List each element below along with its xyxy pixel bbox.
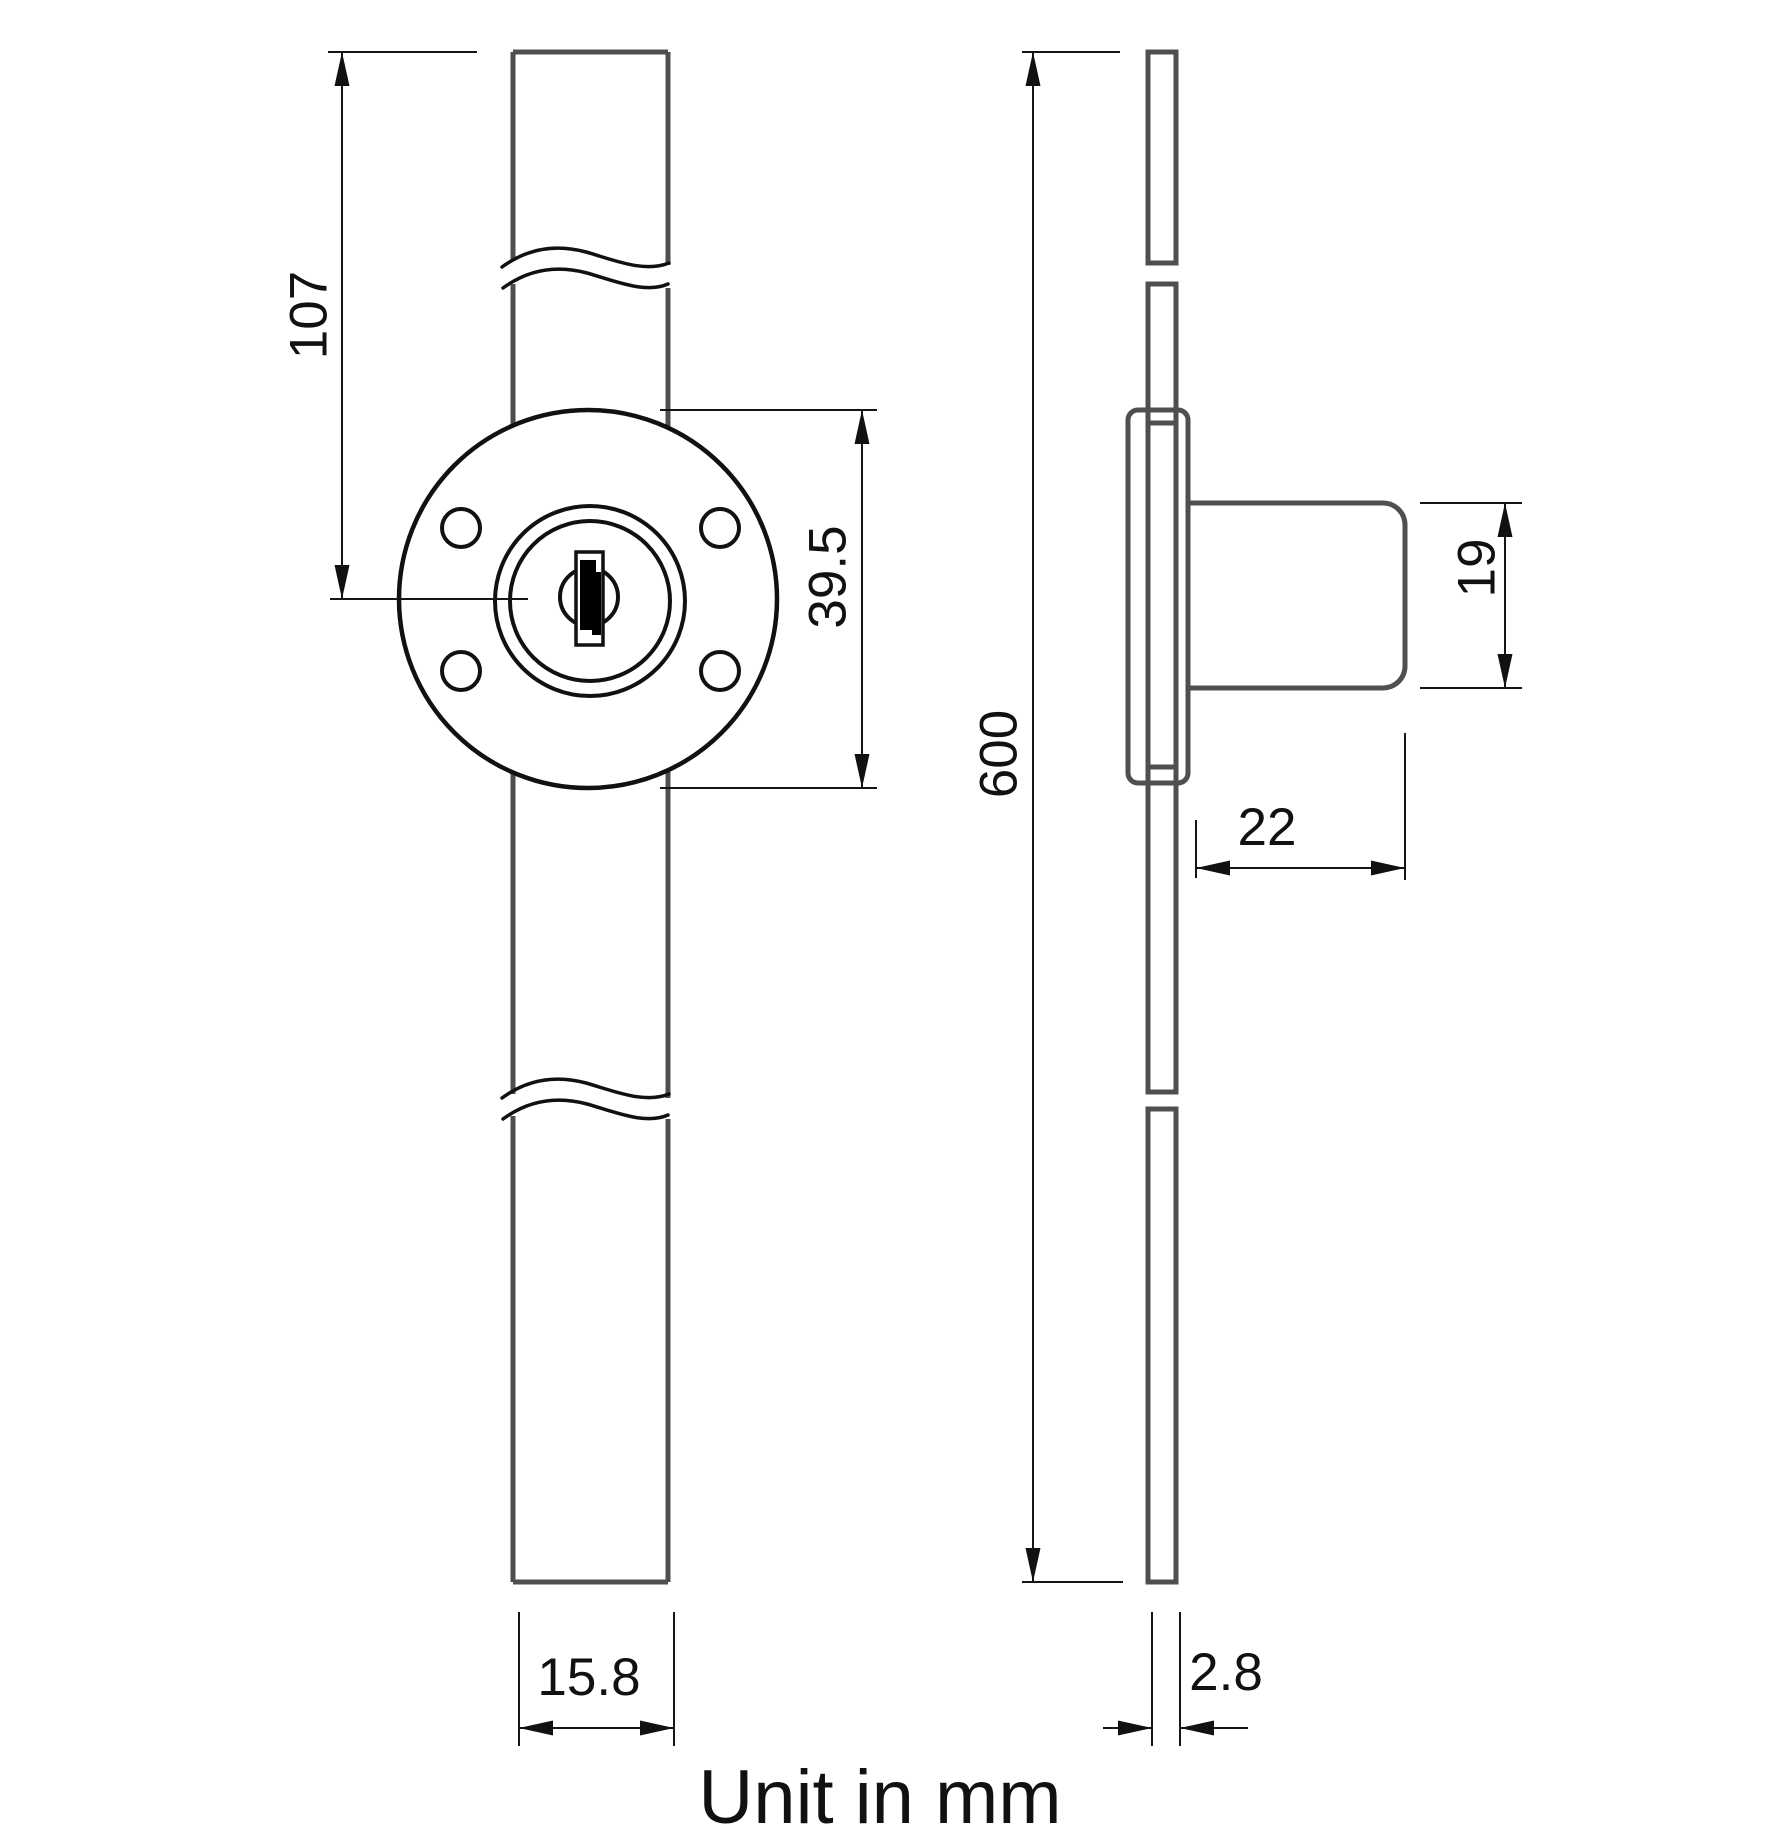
- dimension-600: 600: [970, 51, 1123, 1583]
- dimension-15-8: 15.8: [518, 1612, 675, 1746]
- break-wave: [500, 246, 671, 269]
- dimension-39-5: 39.5: [660, 409, 877, 789]
- dimension-107: 107: [280, 51, 477, 599]
- dim-label-cylinder-diameter: 19: [1448, 539, 1507, 598]
- break-wave: [501, 267, 670, 290]
- locking-bar-side: [1145, 49, 1179, 1585]
- lock-face: [330, 407, 780, 791]
- dim-label-bar-thickness: 2.8: [1189, 1643, 1263, 1702]
- screw-hole: [440, 650, 482, 692]
- dim-label-top-to-center: 107: [280, 271, 339, 359]
- dim-label-cylinder-length: 22: [1238, 798, 1297, 857]
- cylinder-boss-outer: [493, 504, 687, 698]
- break-wave: [501, 1098, 670, 1121]
- dim-label-flange-diameter: 39.5: [799, 525, 858, 628]
- side-view: 600 19 22 2.8: [970, 49, 1522, 1746]
- dim-label-total-length: 600: [970, 710, 1029, 798]
- screw-hole: [440, 507, 482, 549]
- front-view: 107 39.5 15.8: [280, 49, 877, 1746]
- cylinder-boss-inner: [508, 519, 672, 683]
- break-wave: [500, 1077, 671, 1100]
- lock-cylinder-side: [1188, 500, 1408, 691]
- locking-bar-front: [500, 49, 671, 1585]
- lock-plate-side: [1125, 407, 1191, 786]
- dim-label-bar-width: 15.8: [537, 1648, 640, 1707]
- dimension-2-8: 2.8: [1103, 1612, 1263, 1746]
- dimension-22: 22: [1195, 733, 1406, 880]
- dimension-19: 19: [1420, 502, 1522, 689]
- screw-hole: [699, 507, 741, 549]
- keyway-slot: [580, 560, 601, 635]
- unit-note: Unit in mm: [698, 1755, 1061, 1830]
- screw-hole: [699, 650, 741, 692]
